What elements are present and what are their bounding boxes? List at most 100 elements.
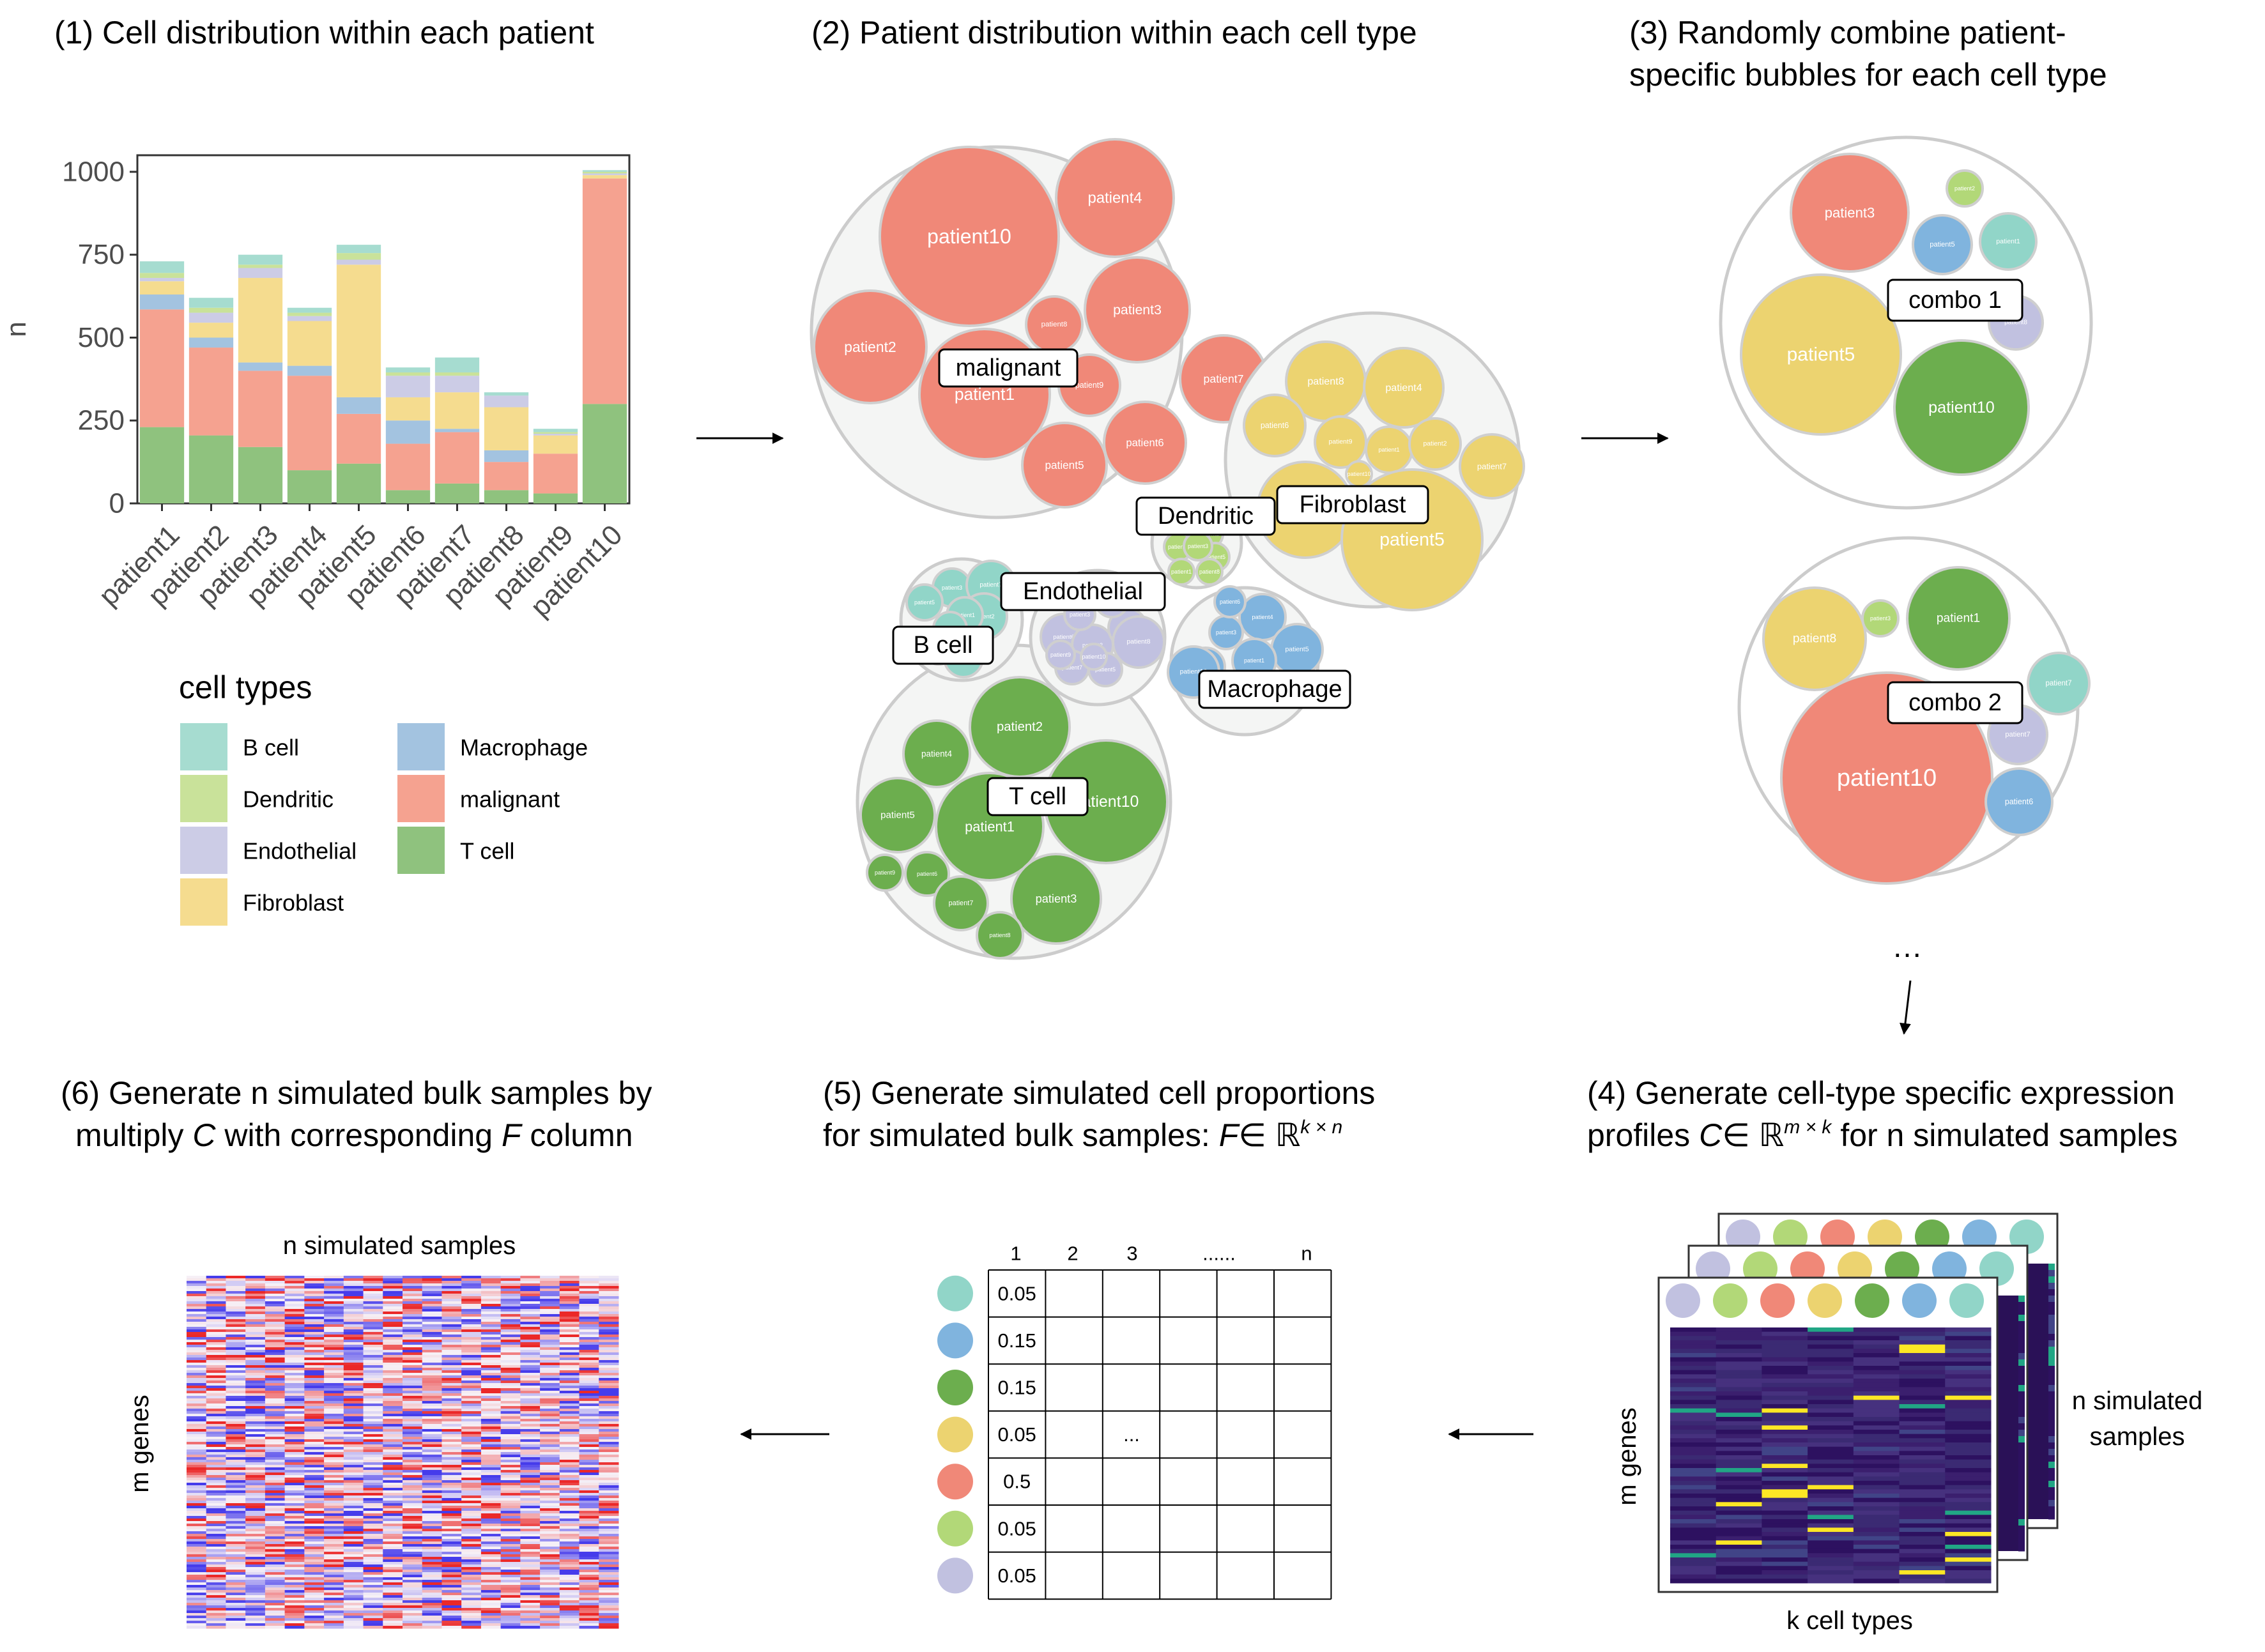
bar-segment (139, 309, 185, 427)
patient-bubble-label: patient9 (1050, 652, 1071, 658)
patient-bubble-label: patient3 (1070, 611, 1090, 618)
patient-bubble-label: patient3 (1216, 629, 1236, 636)
patient-bubble-pack: patient10patient4patient3patient2patient… (810, 138, 1525, 960)
combo-label: combo 2 (1908, 689, 2002, 716)
patient-bubble-label: patient9 (875, 869, 895, 876)
patient-bubble (866, 853, 904, 892)
table-cell: 0.05 (998, 1282, 1036, 1304)
profiles-side-label-line2: samples (2090, 1423, 2185, 1451)
patient-bubble (902, 719, 971, 788)
patient-bubble (1243, 394, 1307, 457)
legend-title: cell types (179, 669, 312, 705)
panel4-title-line1: (4) Generate cell-type specific expressi… (1587, 1075, 2175, 1111)
bar-segment (188, 348, 234, 436)
combo-label-box (1887, 681, 2023, 724)
bar-segment (434, 376, 480, 393)
bar-segment (238, 278, 283, 363)
combo-patient-label: patient6 (2005, 797, 2033, 806)
group-label-box (1000, 572, 1166, 611)
bar-segment (336, 245, 381, 254)
y-tick-label: 0 (109, 488, 125, 519)
combo-patient-label: patient3 (1825, 205, 1875, 221)
patient-bubble (976, 911, 1024, 960)
panel6-title-line2: multiply C with corresponding F column (75, 1117, 633, 1153)
table-col-header: n (1301, 1243, 1312, 1265)
table-col-header: 3 (1126, 1243, 1137, 1265)
profiles-side-label-line1: n simulated (2072, 1387, 2203, 1415)
combo-patient-bubble (1912, 214, 1973, 275)
combo-patient-bubble (1906, 566, 2011, 671)
combo-patient-label: patient10 (1837, 765, 1937, 792)
bar-segment (336, 259, 381, 265)
bar-segment (188, 307, 234, 313)
bar-segment (238, 268, 283, 279)
group-label: B cell (914, 632, 973, 659)
legend-label: Dendritic (243, 786, 334, 813)
patient-bubble-label: patient10 (1180, 669, 1208, 676)
patient-bubble (1167, 558, 1195, 586)
patient-bubble (1195, 558, 1224, 586)
patient-bubble-label: patient1 (1244, 657, 1264, 664)
patient-bubble-label: patient2 (1424, 441, 1447, 448)
legend-swatch (397, 775, 445, 822)
arrow-3-to-4 (1900, 980, 1912, 1035)
cell-type-dot (1855, 1283, 1889, 1318)
patient-bubble (1103, 401, 1187, 485)
bar-segment (484, 490, 529, 503)
patient-bubble-label: patient5 (1045, 459, 1084, 471)
patient-bubble-label: patient1 (1171, 569, 1192, 575)
group-label: Fibroblast (1300, 491, 1406, 518)
group-label: Endothelial (1023, 578, 1143, 605)
expression-profiles-stack (1657, 1212, 2059, 1593)
patient-bubble-label: patient4 (1385, 382, 1422, 394)
combo-patient-label: patient7 (2005, 731, 2030, 738)
legend-swatch (180, 878, 227, 926)
patient-bubble-label: patient1 (955, 612, 975, 618)
cell-type-dot (1949, 1283, 1984, 1318)
y-tick-label: 250 (78, 405, 125, 436)
patient-bubble-label: patient5 (914, 599, 935, 606)
bar-segment (533, 432, 578, 434)
group-label: T cell (1009, 783, 1066, 810)
table-cell: 0.15 (998, 1377, 1036, 1399)
bar-segment (336, 413, 381, 464)
group-label: Dendritic (1158, 503, 1254, 530)
combo-patient-label: patient1 (1937, 612, 1980, 625)
table-col-header: ...... (1202, 1243, 1236, 1265)
bar-segment (533, 493, 578, 503)
bar-segment (385, 420, 431, 444)
patient-bubble (969, 676, 1071, 778)
panel3-title-line2: specific bubbles for each cell type (1629, 57, 2107, 93)
bar-segment (139, 273, 185, 279)
bar-segment (484, 407, 529, 450)
patient-bubble-label: patient3 (1188, 543, 1208, 549)
legend-label: Fibroblast (243, 890, 344, 916)
bar-segment (139, 294, 185, 310)
bar-segment (385, 397, 431, 421)
group-label-box (987, 777, 1089, 816)
bar-segment (188, 312, 234, 323)
legend-swatch (180, 827, 227, 874)
bar-segment (484, 450, 529, 463)
patient-bubble (1363, 347, 1445, 429)
combo-patient-label: patient5 (1787, 344, 1855, 365)
combo-patient-bubble (1979, 212, 2038, 271)
y-tick-label: 1000 (62, 156, 125, 187)
group-label-box (1198, 669, 1351, 709)
patient-bubble-label: patient3 (942, 585, 962, 591)
patient-bubble (879, 146, 1060, 327)
patient-bubble (1045, 639, 1076, 670)
bar-segment (188, 323, 234, 338)
group-label-box (938, 348, 1079, 388)
bar-segment (336, 463, 381, 503)
bar-segment (287, 307, 332, 313)
row-cell-type-dot (937, 1464, 973, 1500)
bubble-group-fibroblast: patient8patient4patient6patient9patient1… (1224, 311, 1525, 611)
patient-bubble-label: patient10 (927, 225, 1011, 248)
bar-segment (434, 429, 480, 432)
legend-swatch (180, 723, 227, 770)
patient-bubble-label: patient10 (1082, 654, 1105, 660)
patient-bubble (905, 583, 944, 622)
